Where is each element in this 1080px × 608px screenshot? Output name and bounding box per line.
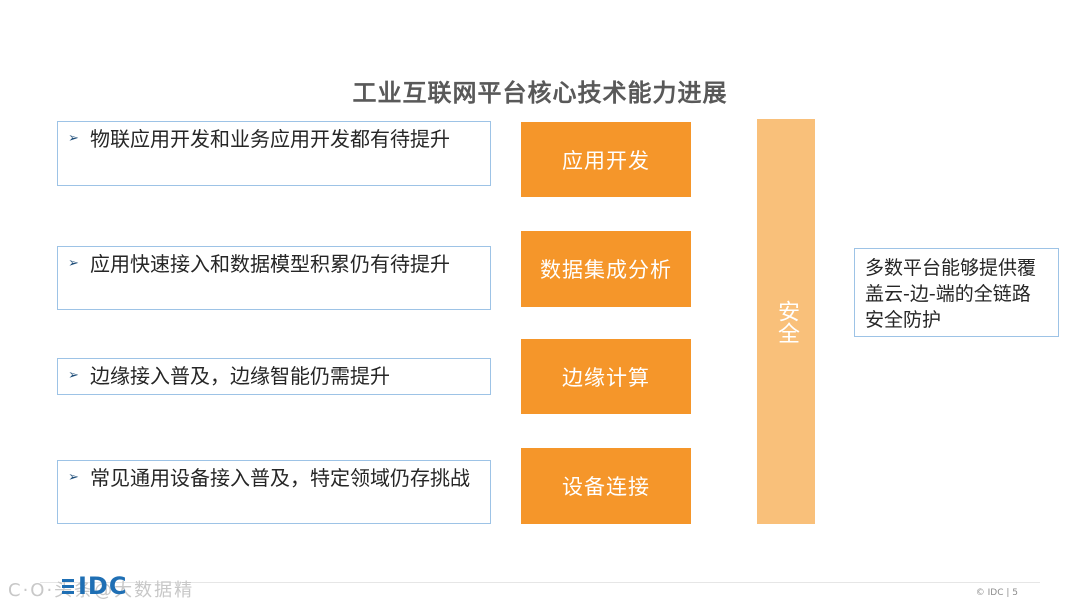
capability-note-text: 边缘接入普及，边缘智能仍需提升 [90,364,390,388]
arrow-right-icon: ➢ [68,368,79,383]
arrow-right-icon: ➢ [68,470,79,485]
copyright-text: © IDC | 5 [975,588,1018,598]
capability-box-device-connection: 设备连接 [521,448,691,524]
logo-text: IDC [78,572,128,600]
security-bar: 安全 [757,119,815,524]
arrow-right-icon: ➢ [68,131,79,146]
capability-note-3: ➢ 边缘接入普及，边缘智能仍需提升 [57,358,491,395]
capability-note-1: ➢ 物联应用开发和业务应用开发都有待提升 [57,121,491,186]
idc-logo: IDC [62,571,127,601]
capability-box-edge-computing: 边缘计算 [521,339,691,414]
page-title: 工业互联网平台核心技术能力进展 [352,79,728,107]
security-note: 多数平台能够提供覆盖云-边-端的全链路安全防护 [854,248,1059,337]
capability-box-data-analysis: 数据集成分析 [521,231,691,307]
footer-divider [40,582,1040,583]
logo-mark-icon [62,578,74,594]
capability-note-2: ➢ 应用快速接入和数据模型积累仍有待提升 [57,246,491,310]
capability-note-text: 常见通用设备接入普及，特定领域仍存挑战 [90,466,470,490]
capability-note-text: 应用快速接入和数据模型积累仍有待提升 [90,252,450,276]
watermark-text: C·O·头条@大数据精 [8,580,195,601]
arrow-right-icon: ➢ [68,256,79,271]
capability-note-4: ➢ 常见通用设备接入普及，特定领域仍存挑战 [57,460,491,524]
capability-note-text: 物联应用开发和业务应用开发都有待提升 [90,127,450,151]
capability-box-app-dev: 应用开发 [521,122,691,197]
